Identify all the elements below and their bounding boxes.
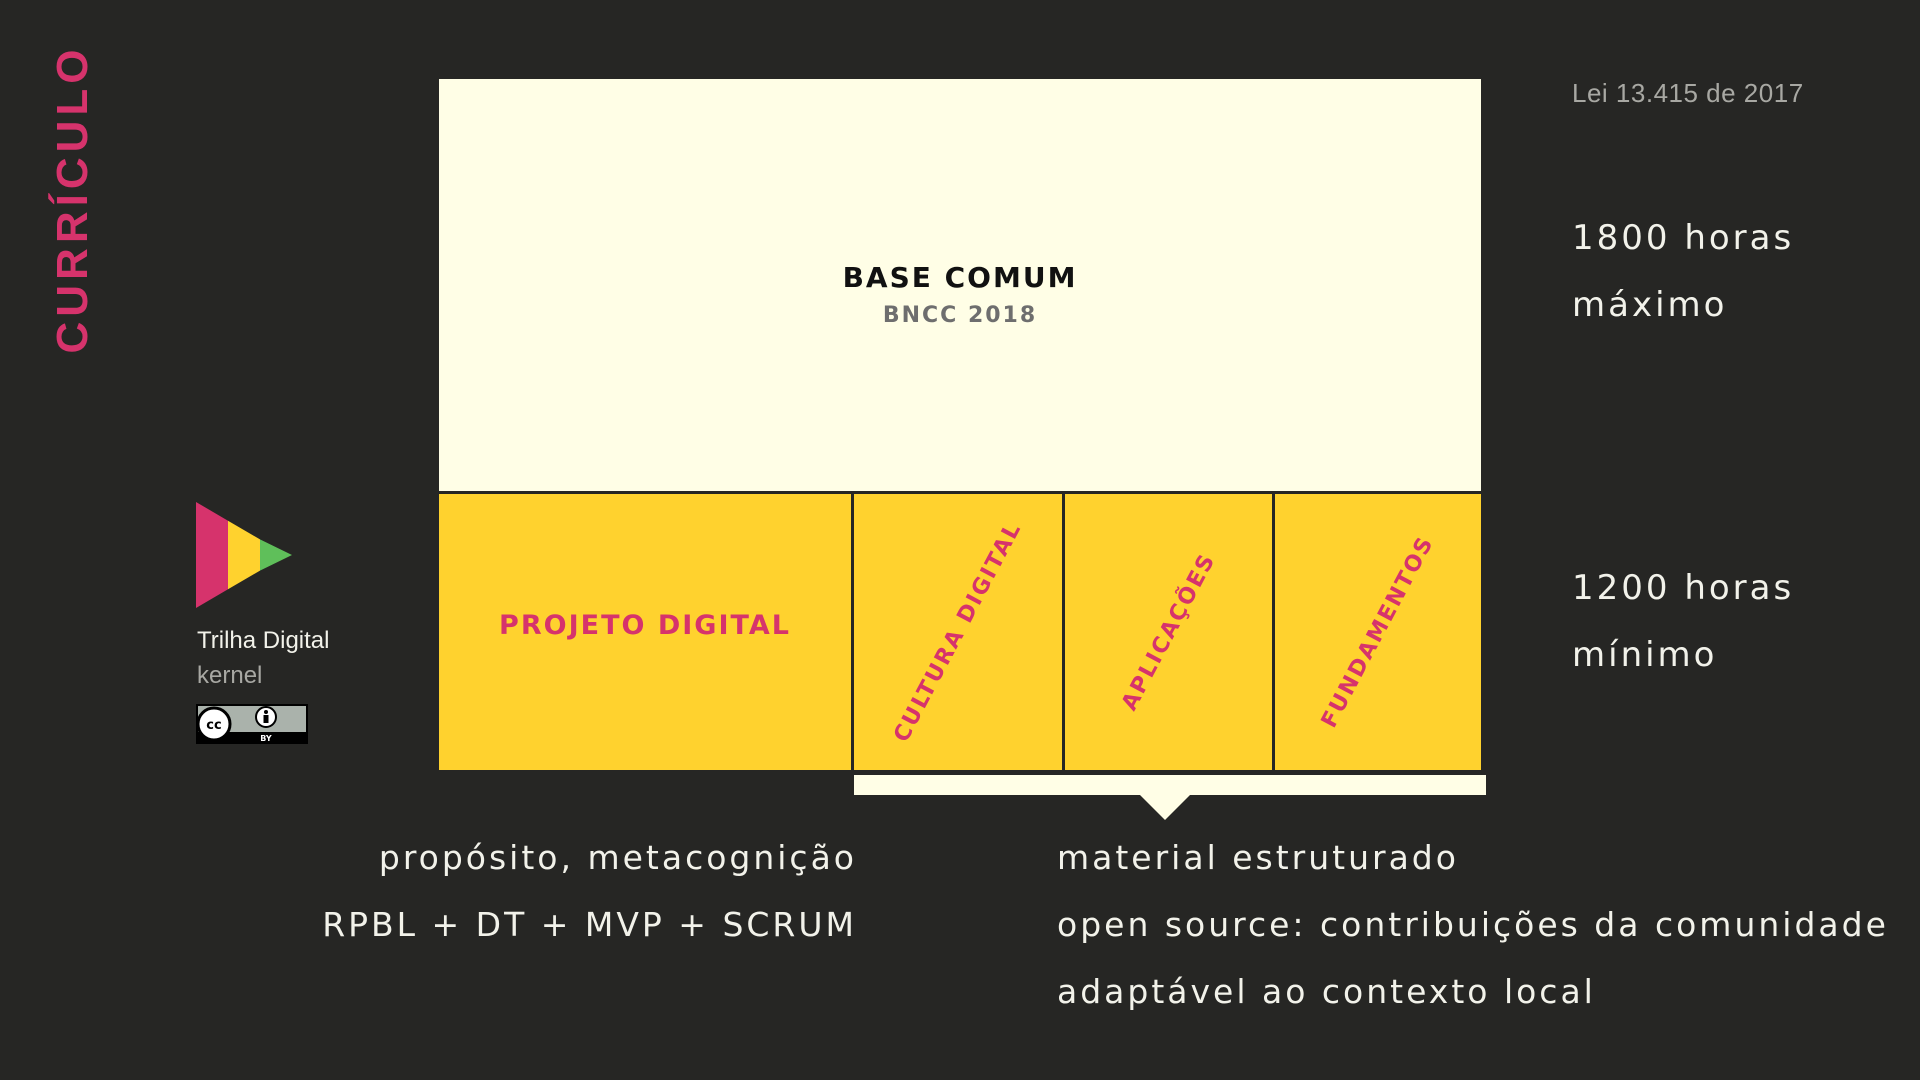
note-right-1: material estruturado [1057,838,1459,877]
fundamentos-block: FUNDAMENTOS [1275,494,1481,770]
play-triangle-icon [196,502,292,608]
notes-right: material estruturado open source: contri… [1057,838,1889,1039]
projeto-digital-block: PROJETO DIGITAL [439,494,851,770]
notes-left: propósito, metacognição RPBL + DT + MVP … [322,838,857,972]
cultura-digital-block: CULTURA DIGITAL [854,494,1062,770]
license-text: BY [260,734,272,743]
note-right-2: open source: contribuições da comunidade [1057,905,1889,944]
aplicacoes-block: APLICAÇÕES [1065,494,1272,770]
page-title: CURRÍCULO [38,45,108,354]
fundamentos-label: FUNDAMENTOS [1316,531,1440,733]
bracket-connector [854,775,1486,820]
aplicacoes-label: APLICAÇÕES [1116,549,1221,715]
max-hours: 1800 horas [1572,218,1795,258]
brand-subtitle: kernel [197,662,263,689]
note-left-1: propósito, metacognição [378,838,857,877]
max-label: máximo [1572,285,1728,325]
min-label: mínimo [1572,635,1718,675]
base-comum-title: BASE COMUM [842,261,1078,294]
base-comum-block: BASE COMUM BNCC 2018 [439,79,1481,491]
note-left-2: RPBL + DT + MVP + SCRUM [322,905,857,944]
brand-name: Trilha Digital [197,627,330,654]
projeto-digital-label: PROJETO DIGITAL [499,610,791,641]
base-comum-subtitle: BNCC 2018 [882,303,1038,328]
min-hours: 1200 horas [1572,568,1795,608]
svg-text:cc: cc [206,718,221,733]
cultura-digital-label: CULTURA DIGITAL [889,517,1027,747]
page-title-text: CURRÍCULO [48,44,97,354]
cc-by-icon: cc BY [196,704,308,744]
note-right-3: adaptável ao contexto local [1057,972,1596,1011]
law-reference: Lei 13.415 de 2017 [1572,78,1804,108]
